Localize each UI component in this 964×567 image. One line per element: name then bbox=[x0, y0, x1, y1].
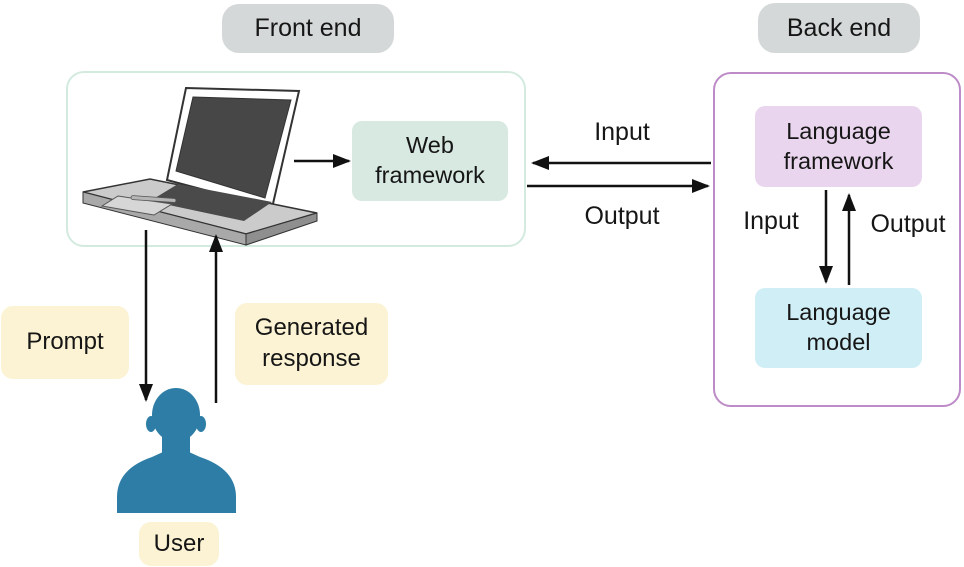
user-note: User bbox=[139, 522, 219, 566]
language-model-label: Language model bbox=[786, 299, 891, 355]
backend-output-label: Output bbox=[870, 210, 946, 238]
back-end-badge-label: Back end bbox=[786, 13, 892, 42]
web-framework-node: Web framework bbox=[352, 121, 508, 201]
user-icon bbox=[117, 388, 236, 513]
generated-response-note-label: Generated response bbox=[254, 314, 369, 372]
backend-input-label: Input bbox=[743, 207, 799, 235]
generated-response-note: Generated response bbox=[235, 303, 388, 385]
language-framework-label: Language framework bbox=[783, 117, 894, 174]
front-end-badge: Front end bbox=[222, 4, 394, 53]
flow-output-label: Output bbox=[584, 202, 660, 230]
language-model-node: Language model bbox=[755, 288, 922, 368]
user-note-label: User bbox=[153, 529, 205, 557]
language-framework-node: Language framework bbox=[755, 106, 922, 187]
prompt-note-label: Prompt bbox=[26, 328, 104, 356]
web-framework-label: Web framework bbox=[375, 132, 485, 188]
laptop-icon bbox=[82, 86, 318, 246]
arrows-group bbox=[139, 154, 856, 403]
front-end-badge-label: Front end bbox=[254, 14, 362, 42]
prompt-note: Prompt bbox=[1, 306, 129, 379]
back-end-badge: Back end bbox=[758, 3, 920, 53]
flow-input-label: Input bbox=[594, 118, 650, 146]
